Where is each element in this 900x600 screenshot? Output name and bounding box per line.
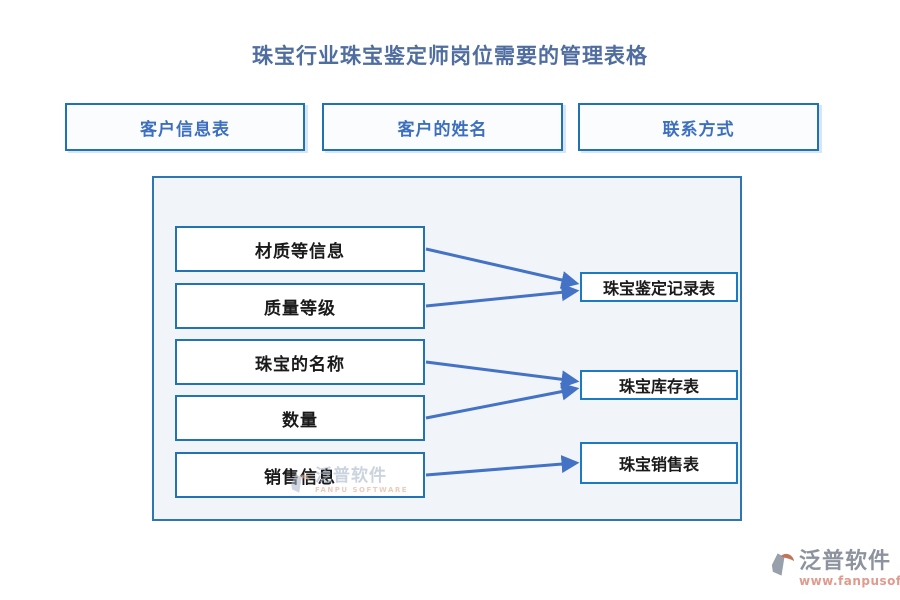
source-box-label: 珠宝的名称: [255, 354, 345, 375]
source-box-label: 质量等级: [264, 298, 336, 319]
flow-source-box: 销售信息: [175, 452, 425, 498]
source-box-label: 销售信息: [264, 467, 336, 488]
flow-source-box: 数量: [175, 395, 425, 441]
flow-arrow: [425, 382, 580, 420]
flow-target-box: 珠宝鉴定记录表: [580, 272, 738, 302]
flow-arrow: [425, 283, 580, 308]
flow-diagram-container: 材质等信息 质量等级 珠宝的名称 数量 销售信息 珠宝鉴定记录表 珠宝库存表 珠…: [152, 176, 742, 521]
top-box-customer-name: 客户的姓名: [322, 103, 563, 151]
source-box-label: 材质等信息: [255, 241, 345, 262]
flow-source-box: 材质等信息: [175, 226, 425, 272]
flow-source-box: 珠宝的名称: [175, 339, 425, 385]
brand-logo: 泛普软件 www.fanpusoft.com: [768, 549, 900, 587]
top-box-customer-info-table: 客户信息表: [65, 103, 305, 151]
page-title: 珠宝行业珠宝鉴定师岗位需要的管理表格: [252, 43, 648, 68]
fanpu-logo-icon: [771, 553, 795, 576]
flow-arrow: [425, 455, 580, 477]
target-box-label: 珠宝鉴定记录表: [602, 279, 715, 298]
flow-source-box: 质量等级: [175, 283, 425, 329]
source-box-label: 数量: [282, 410, 318, 431]
top-box-label: 联系方式: [662, 119, 735, 140]
target-box-label: 珠宝库存表: [618, 377, 699, 396]
flow-target-box: 珠宝销售表: [580, 442, 738, 484]
top-box-label: 客户的姓名: [397, 119, 488, 140]
target-box-label: 珠宝销售表: [618, 455, 699, 474]
top-box-contact-method: 联系方式: [578, 103, 819, 151]
flow-arrow: [425, 247, 580, 289]
brand-name: 泛普软件: [799, 549, 892, 574]
brand-url: www.fanpusoft.com: [799, 574, 900, 588]
top-box-label: 客户信息表: [140, 119, 230, 140]
flow-arrow: [425, 360, 580, 389]
flow-target-box: 珠宝库存表: [580, 370, 738, 400]
